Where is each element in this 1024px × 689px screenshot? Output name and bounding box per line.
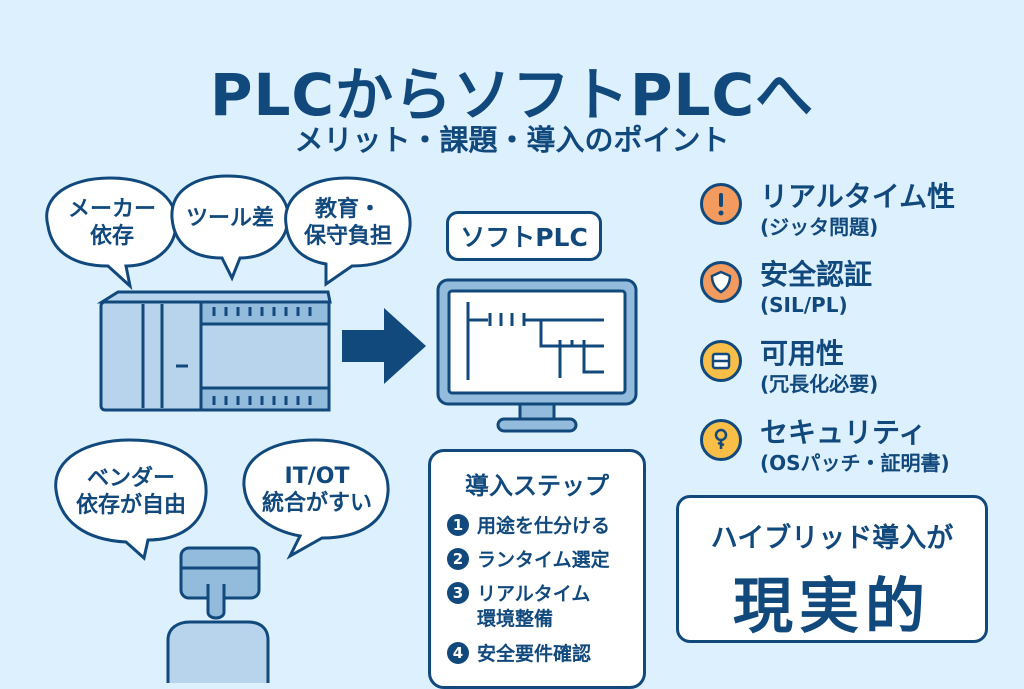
issue-detail: (OSパッチ・証明書) xyxy=(760,450,950,475)
step-number-badge: 3 xyxy=(447,582,469,604)
step-number-badge: 2 xyxy=(447,548,469,570)
step-label: ランタイム選定 xyxy=(477,549,610,571)
key-icon xyxy=(700,419,742,461)
issue-detail: (SIL/PL) xyxy=(760,292,848,317)
issue-item-availability: 可用性 (冗長化必要) xyxy=(700,337,878,397)
step-item: 1 用途を仕分ける xyxy=(447,514,610,539)
issue-title: 可用性 xyxy=(760,337,845,370)
legacy-plc-device xyxy=(96,290,332,412)
step-number-badge: 1 xyxy=(447,514,469,536)
bubble-text-maker-dependency: メーカー 依存 xyxy=(67,196,156,250)
issue-item-safety: 安全認証 (SIL/PL) xyxy=(700,258,872,318)
soft-plc-label: ソフトPLC xyxy=(446,211,602,261)
conclusion-box: ハイブリッド導入が 現実的 xyxy=(676,495,988,643)
bubble-text-vendor-free: ベンダー 依存が自由 xyxy=(75,465,186,519)
conclusion-line1: ハイブリッド導入が xyxy=(710,523,954,554)
steps-panel: 導入ステップ 1 用途を仕分ける 2 ランタイム選定 3 リアルタイム 環境整備… xyxy=(428,449,646,689)
speech-bubble-itot xyxy=(242,438,390,560)
conclusion-line2: 現実的 xyxy=(733,572,931,642)
step-item: 4 安全要件確認 xyxy=(447,642,591,667)
page-subtitle: メリット・課題・導入のポイント xyxy=(294,123,730,157)
issue-title: セキュリティ xyxy=(760,416,927,449)
issue-detail: (冗長化必要) xyxy=(760,371,879,396)
soft-plc-monitor xyxy=(436,278,638,433)
step-label: 用途を仕分ける xyxy=(477,515,611,537)
step-item: 2 ランタイム選定 xyxy=(447,548,610,573)
shield-icon xyxy=(700,261,742,303)
issue-detail: (ジッタ問題) xyxy=(760,214,879,239)
redundancy-icon xyxy=(700,340,742,382)
person-icon xyxy=(166,546,270,683)
step-item: 3 リアルタイム 環境整備 xyxy=(447,582,590,631)
page-title: PLCからソフトPLCへ xyxy=(209,61,815,129)
issue-item-realtime: リアルタイム性 (ジッタ問題) xyxy=(700,180,955,240)
step-label: リアルタイム 環境整備 xyxy=(477,583,591,630)
steps-title: 導入ステップ xyxy=(465,472,609,500)
bubble-text-maintenance: 教育・ 保守負担 xyxy=(303,196,392,250)
step-number-badge: 4 xyxy=(447,642,469,664)
issue-item-security: セキュリティ (OSパッチ・証明書) xyxy=(700,416,950,476)
ladder-diagram xyxy=(466,302,604,380)
bubble-text-tool-diff: ツール差 xyxy=(185,206,274,232)
arrow-right-icon xyxy=(342,308,426,384)
speech-bubble-vendor-free xyxy=(54,438,208,561)
issue-title: 安全認証 xyxy=(760,258,873,291)
bubble-text-itot: IT/OT 統合がすい xyxy=(261,463,372,517)
step-label: 安全要件確認 xyxy=(477,643,592,665)
exclamation-icon xyxy=(700,183,742,225)
issue-title: リアルタイム性 xyxy=(760,180,956,213)
speech-bubble-maintenance xyxy=(284,176,412,287)
